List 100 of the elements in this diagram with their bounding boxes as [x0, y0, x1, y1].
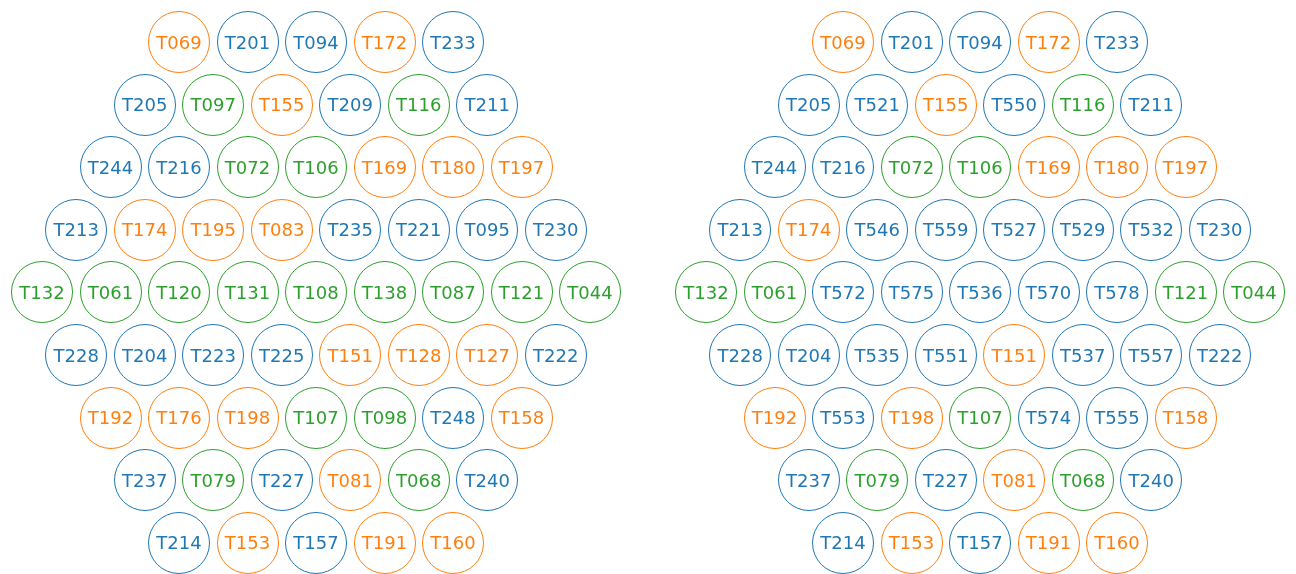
- circle-node: T083: [250, 198, 313, 261]
- circle-node: T213: [45, 198, 108, 261]
- circle-node: T192: [79, 386, 142, 449]
- circle-node: T174: [777, 198, 840, 261]
- circle-node: T116: [1051, 73, 1114, 136]
- circle-node: T061: [743, 261, 806, 324]
- circle-node: T570: [1017, 261, 1080, 324]
- circle-node: T529: [1051, 198, 1114, 261]
- circle-node: T240: [456, 449, 519, 512]
- circle-node: T151: [319, 324, 382, 386]
- circle-node: T069: [812, 11, 874, 73]
- circle-node: T204: [777, 324, 840, 386]
- circle-node: T044: [1223, 261, 1285, 324]
- circle-node: T216: [148, 136, 210, 199]
- circle-node: T155: [914, 73, 977, 136]
- circle-node: T079: [846, 449, 909, 512]
- circle-node: T095: [456, 198, 519, 261]
- circle-node: T574: [1017, 386, 1080, 449]
- circle-node: T157: [285, 511, 347, 574]
- circle-node: T108: [285, 261, 347, 324]
- circle-node: T072: [880, 136, 943, 199]
- circle-node: T192: [743, 386, 806, 449]
- circle-node: T244: [79, 136, 142, 199]
- circle-node: T535: [846, 324, 909, 386]
- circle-node: T131: [216, 261, 279, 324]
- circle-node: T191: [1017, 511, 1080, 574]
- circle-node: T081: [319, 449, 382, 512]
- circle-node: T244: [743, 136, 806, 199]
- circle-node: T198: [880, 386, 943, 449]
- circle-node: T160: [422, 511, 484, 574]
- circle-node: T132: [11, 261, 73, 324]
- circle-node: T191: [353, 511, 416, 574]
- circle-node: T072: [216, 136, 279, 199]
- circle-node: T546: [846, 198, 909, 261]
- circle-node: T195: [182, 198, 245, 261]
- circle-node: T132: [675, 261, 737, 324]
- circle-node: T176: [148, 386, 210, 449]
- circle-node: T237: [777, 449, 840, 512]
- circle-node: T240: [1120, 449, 1183, 512]
- circle-node: T180: [422, 136, 484, 199]
- circle-node: T079: [182, 449, 245, 512]
- circle-node: T527: [983, 198, 1046, 261]
- circle-node: T201: [880, 11, 943, 73]
- circle-node: T205: [113, 73, 176, 136]
- circle-node: T160: [1086, 511, 1148, 574]
- circle-node: T094: [949, 11, 1011, 73]
- circle-node: T537: [1051, 324, 1114, 386]
- circle-node: T551: [914, 324, 977, 386]
- circle-node: T228: [709, 324, 772, 386]
- circle-node: T098: [353, 386, 416, 449]
- circle-node: T172: [353, 11, 416, 73]
- circle-node: T097: [182, 73, 245, 136]
- circle-node: T213: [709, 198, 772, 261]
- circle-node: T227: [914, 449, 977, 512]
- circle-node: T121: [490, 261, 553, 324]
- circle-node: T128: [387, 324, 450, 386]
- circle-node: T223: [182, 324, 245, 386]
- circle-node: T559: [914, 198, 977, 261]
- circle-node: T153: [880, 511, 943, 574]
- circle-node: T087: [422, 261, 484, 324]
- circle-node: T211: [456, 73, 519, 136]
- circle-node: T044: [559, 261, 621, 324]
- circle-node: T106: [949, 136, 1011, 199]
- circle-node: T169: [353, 136, 416, 199]
- circle-node: T069: [148, 11, 210, 73]
- circle-node: T068: [1051, 449, 1114, 512]
- circle-node: T233: [422, 11, 484, 73]
- circle-node: T209: [319, 73, 382, 136]
- circle-node: T572: [812, 261, 874, 324]
- circle-node: T158: [1154, 386, 1217, 449]
- circle-node: T248: [422, 386, 484, 449]
- circle-node: T155: [250, 73, 313, 136]
- circle-node: T233: [1086, 11, 1148, 73]
- circle-node: T230: [524, 198, 587, 261]
- circle-node: T081: [983, 449, 1046, 512]
- circle-node: T151: [983, 324, 1046, 386]
- circle-node: T578: [1086, 261, 1148, 324]
- circle-node: T214: [812, 511, 874, 574]
- circle-node: T157: [949, 511, 1011, 574]
- circle-node: T557: [1120, 324, 1183, 386]
- circle-node: T237: [113, 449, 176, 512]
- circle-node: T201: [216, 11, 279, 73]
- circle-node: T536: [949, 261, 1011, 324]
- circle-node: T225: [250, 324, 313, 386]
- circle-node: T116: [387, 73, 450, 136]
- circle-node: T553: [812, 386, 874, 449]
- circle-node: T211: [1120, 73, 1183, 136]
- circle-node: T106: [285, 136, 347, 199]
- circle-node: T153: [216, 511, 279, 574]
- circle-node: T550: [983, 73, 1046, 136]
- circle-node: T230: [1188, 198, 1251, 261]
- circle-node: T172: [1017, 11, 1080, 73]
- circle-node: T198: [216, 386, 279, 449]
- circle-node: T107: [285, 386, 347, 449]
- circle-node: T197: [1154, 136, 1217, 199]
- circle-node: T121: [1154, 261, 1217, 324]
- circle-node: T222: [1188, 324, 1251, 386]
- circle-node: T575: [880, 261, 943, 324]
- circle-node: T174: [113, 198, 176, 261]
- circle-node: T127: [456, 324, 519, 386]
